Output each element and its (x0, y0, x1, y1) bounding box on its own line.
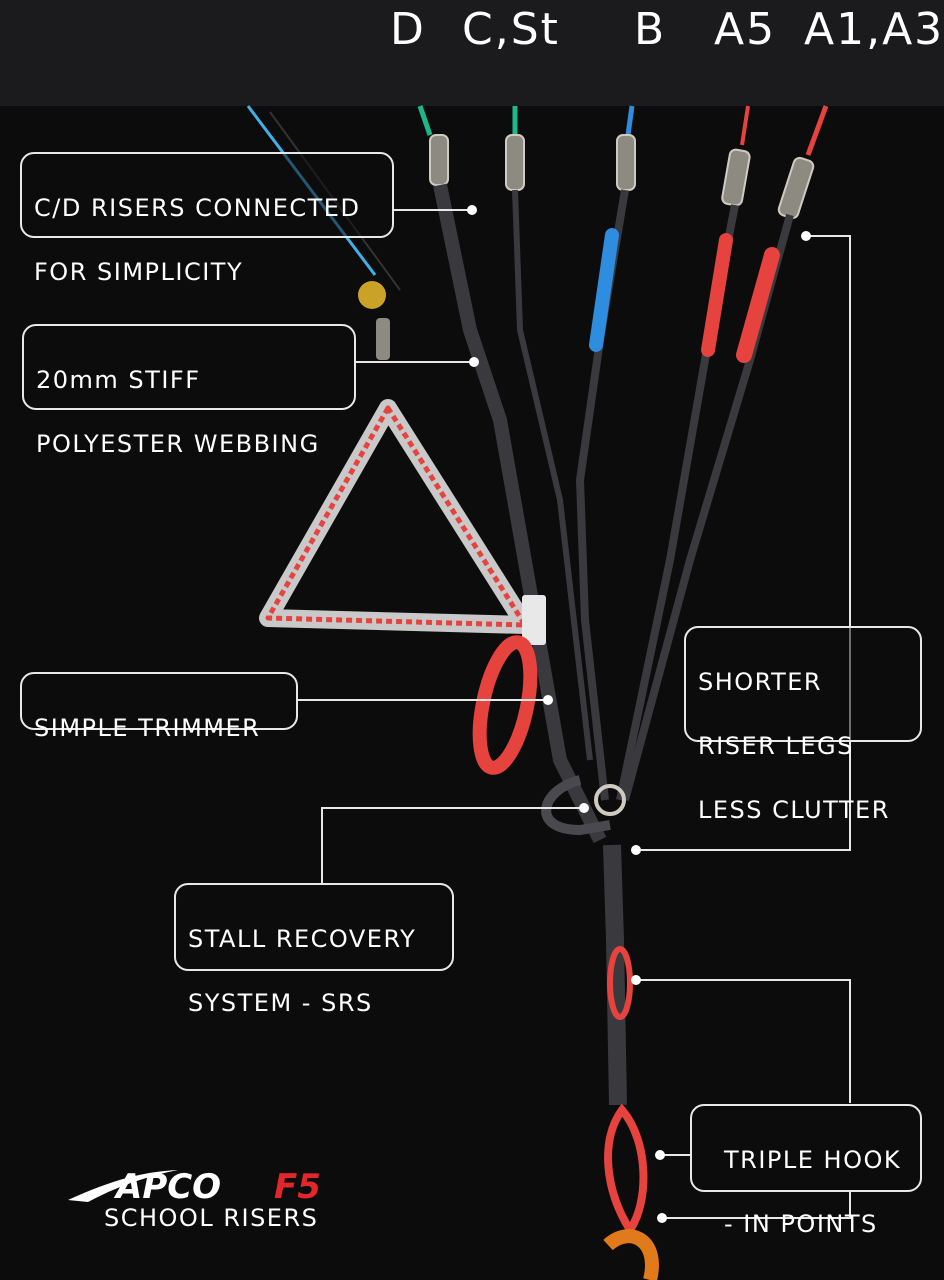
hook-in-loop-lower (604, 1103, 648, 1238)
brake-snap (376, 318, 390, 360)
riser-label-c-st: C,St (462, 4, 560, 55)
callout-line: SIMPLE TRIMMER (34, 714, 261, 742)
carabiner (603, 1229, 659, 1280)
trimmer-loop (472, 635, 538, 775)
maillon-a1 (777, 156, 815, 220)
riser-label-b: B (634, 4, 667, 55)
riser-label-a1-a3: A1,A3 (804, 4, 944, 55)
callout-shorter-legs: SHORTER RISER LEGS LESS CLUTTER (684, 626, 922, 824)
callout-line: - IN POINTS (724, 1210, 878, 1238)
a1-line-end (805, 105, 829, 156)
callout-trimmer: SIMPLE TRIMMER (20, 672, 298, 742)
a1-sleeve (736, 247, 780, 363)
brake-pulley (358, 281, 386, 309)
maillon-c (505, 134, 525, 191)
leader-lines (296, 209, 851, 1219)
leader-srs (321, 807, 584, 885)
maillon-b (616, 134, 636, 191)
b-sleeve (589, 228, 619, 352)
callout-line: LESS CLUTTER (698, 796, 890, 824)
leader-triple-lower (662, 1190, 851, 1219)
callout-line: C/D RISERS CONNECTED (34, 194, 361, 222)
leader-triple-upper (636, 979, 851, 1103)
callout-srs: STALL RECOVERY SYSTEM - SRS (174, 883, 454, 1017)
leader-dot (631, 975, 641, 985)
leader-dot (469, 357, 479, 367)
logo-subtitle: SCHOOL RISERS (104, 1204, 319, 1232)
leader-dot (543, 695, 553, 705)
brake-handle-stitch (265, 405, 528, 628)
callout-line: STALL RECOVERY (188, 925, 417, 953)
b-line-end (625, 105, 635, 136)
top-banner (0, 0, 944, 106)
leader-dot (655, 1150, 665, 1160)
callout-line: TRIPLE HOOK (724, 1146, 902, 1174)
leader-dot (579, 803, 589, 813)
apco-f5-logo: APCO F5 (68, 1167, 321, 1207)
riser-label-d: D (390, 4, 426, 55)
brake-clip (522, 595, 546, 645)
c-riser-leg (512, 189, 593, 761)
logo-model: F5 (274, 1167, 321, 1207)
leader-shorter (636, 235, 851, 851)
logo-wordmark: APCO (113, 1167, 221, 1207)
leader-dot (657, 1213, 667, 1223)
leader-dot (801, 231, 811, 241)
maillon-d (429, 134, 449, 186)
d-line-end (417, 105, 433, 136)
callout-line: RISER LEGS (698, 732, 854, 760)
callout-line: POLYESTER WEBBING (36, 430, 320, 458)
a5-line-end (740, 105, 750, 146)
srs-loop (541, 775, 611, 836)
logo-swoosh (68, 1170, 178, 1202)
riser-label-a5: A5 (714, 4, 777, 55)
callout-triple-hook: TRIPLE HOOK - IN POINTS (690, 1104, 922, 1238)
leader-dots (467, 205, 811, 1223)
callout-webbing: 20mm STIFF POLYESTER WEBBING (22, 324, 356, 458)
callout-line: FOR SIMPLICITY (34, 258, 244, 286)
maillon-a5 (721, 148, 751, 207)
a5-sleeve (701, 233, 733, 357)
leader-dot (467, 205, 477, 215)
callout-line: 20mm STIFF (36, 366, 201, 394)
leader-dot (631, 845, 641, 855)
srs-ring (594, 784, 626, 816)
callout-line: SYSTEM - SRS (188, 989, 373, 1017)
hook-in-loop-upper (607, 946, 633, 1020)
callout-line: SHORTER (698, 668, 823, 696)
callout-cd-risers: C/D RISERS CONNECTED FOR SIMPLICITY (20, 152, 394, 286)
main-riser (603, 844, 627, 1106)
